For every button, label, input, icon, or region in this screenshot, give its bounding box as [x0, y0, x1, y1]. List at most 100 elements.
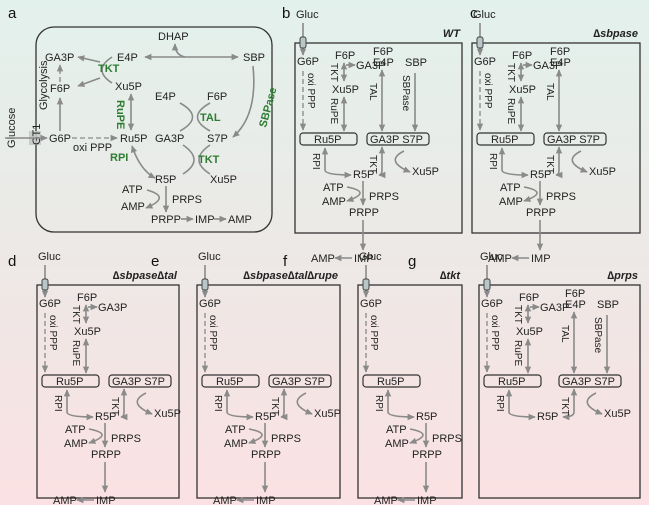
metabolite-r5p: R5P: [95, 411, 116, 423]
cell-membrane: [35, 26, 273, 233]
label-oxi-ppp: oxi PPP: [368, 315, 379, 351]
metabolite-xu5p: Xu5P: [332, 84, 359, 96]
enzyme-rpi: RPI: [310, 153, 321, 170]
enzyme-rpi: RPI: [494, 395, 505, 412]
metabolite-ga3p: GA3P: [98, 302, 127, 314]
arrow-rpi: [223, 389, 254, 421]
panel-title: ∆sbpase: [593, 28, 638, 40]
arrow-rpi: [321, 147, 352, 179]
metabolite-g6p: G6P: [199, 298, 221, 310]
metabolite-dhap: DHAP: [158, 31, 189, 43]
label-glycolysis: Glycolysis: [38, 60, 50, 110]
metabolite-xu5p2: Xu5P: [314, 408, 341, 420]
enzyme-prps: PRPS: [432, 433, 462, 445]
ga3p-s7p-pool: [558, 374, 622, 388]
metabolite-ga3p-s7p: GA3P S7P: [562, 376, 615, 388]
metabolite-f6p: F6P: [77, 292, 97, 304]
metabolite-ga3p: GA3P: [533, 60, 562, 72]
enzyme-tkt: TKT: [98, 63, 120, 75]
cell-box: [471, 42, 641, 234]
enzyme-tal: TAL: [544, 83, 555, 101]
metabolite-xu5p: Xu5P: [516, 326, 543, 338]
metabolite-gluc: Gluc: [359, 251, 382, 263]
metabolite-xu5p: Xu5P: [115, 81, 142, 93]
arrow-rpi: [505, 389, 536, 421]
metabolite-e4p: E4P: [550, 57, 571, 69]
enzyme-rpi: RPI: [487, 153, 498, 170]
metabolite-r5p: R5P: [255, 411, 276, 423]
metabolite-amp: AMP: [121, 201, 145, 213]
enzyme-rupe: RuPE: [70, 340, 81, 366]
arrow-atp-amp: [88, 428, 103, 444]
enzyme-tkt: TKT: [512, 305, 523, 324]
metabolite-ga3p-s7p: GA3P S7P: [272, 376, 325, 388]
arrow-xu5p: [571, 150, 588, 173]
metabolite-prpp: PRPP: [151, 214, 181, 226]
metabolite-f6p-tal: F6P: [550, 46, 570, 58]
metabolite-f6p-tal: F6P: [373, 46, 393, 58]
cell-box: [357, 284, 463, 499]
metabolite-amp2: AMP: [311, 253, 335, 265]
transporter-icon: [483, 278, 491, 291]
metabolite-amp-right: AMP: [228, 214, 252, 226]
enzyme-sbpase: SBPase: [257, 86, 279, 129]
ru5p-pool: [201, 374, 260, 388]
arrow-tkt-bottom-left: [182, 144, 195, 175]
cell-box: [196, 284, 341, 499]
ga3p-s7p-pool: [366, 132, 430, 146]
metabolite-prpp: PRPP: [251, 449, 281, 461]
metabolite-imp: IMP: [96, 495, 116, 505]
metabolite-gluc: Gluc: [296, 9, 319, 21]
enzyme-tal: TAL: [367, 83, 378, 101]
metabolite-amp: AMP: [322, 196, 346, 208]
panel-title: ∆sbpase∆tal∆rupe: [243, 270, 338, 282]
metabolite-prpp: PRPP: [91, 449, 121, 461]
transporter-icon: [362, 278, 370, 291]
enzyme-tkt2: TKT: [559, 397, 570, 416]
cell-box: [478, 284, 641, 499]
arrow-atp-amp: [523, 186, 538, 202]
metabolite-g6p: G6P: [474, 56, 496, 68]
metabolite-atp: ATP: [500, 182, 521, 194]
label-oxi-ppp: oxi PPP: [489, 315, 500, 351]
metabolite-prpp: PRPP: [526, 207, 556, 219]
metabolite-gluc: Gluc: [38, 251, 61, 263]
metabolite-prpp: PRPP: [349, 207, 379, 219]
metabolite-e4p: E4P: [565, 299, 586, 311]
metabolite-ga3p-s7p: GA3P S7P: [370, 134, 423, 146]
metabolite-ga3p-s7p: GA3P S7P: [547, 134, 600, 146]
ru5p-pool: [483, 374, 542, 388]
panel-title: ∆prps: [607, 270, 638, 282]
metabolite-xu5p2: Xu5P: [154, 408, 181, 420]
metabolite-xu5p2: Xu5P: [604, 408, 631, 420]
label-oxi-ppp: oxi PPP: [305, 73, 316, 109]
metabolite-g6p: G6P: [39, 298, 61, 310]
arrow-tal-right: [196, 102, 211, 132]
arrow-tkt2: [120, 388, 128, 421]
enzyme-prps: PRPS: [271, 433, 301, 445]
metabolite-ru5p: Ru5P: [216, 376, 244, 388]
arrow-tal-left: [179, 102, 194, 132]
arrow-tkt2: [378, 146, 386, 179]
enzyme-tkt: TKT: [505, 63, 516, 82]
enzyme-rpi: RPI: [373, 395, 384, 412]
enzyme-rupe: RuPE: [114, 100, 126, 129]
panel-label: a: [8, 5, 17, 22]
enzyme-rupe: RuPE: [505, 98, 516, 124]
metabolite-ga3p: GA3P: [45, 52, 74, 64]
arrow-xu5p: [586, 392, 603, 415]
metabolite-ru5p: Ru5P: [120, 133, 148, 145]
arrow-xu5p: [394, 150, 411, 173]
metabolite-amp2: AMP: [213, 495, 237, 505]
metabolite-xu5p: Xu5P: [509, 84, 536, 96]
panel-title: WT: [443, 28, 461, 40]
metabolite-amp2: AMP: [488, 253, 512, 265]
enzyme-tkt: TKT: [328, 63, 339, 82]
enzyme-sbpase: SBPase: [400, 75, 411, 112]
metabolite-e4p-tal: E4P: [155, 91, 176, 103]
